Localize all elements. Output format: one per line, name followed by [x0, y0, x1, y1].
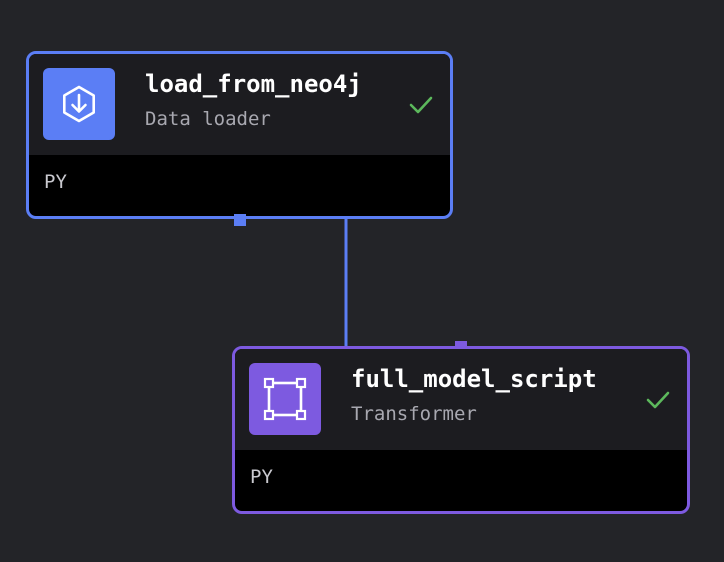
block-footer: PY — [29, 155, 450, 216]
block-full-model-script[interactable]: full_model_script Transformer PY — [232, 346, 690, 514]
block-header: load_from_neo4j Data loader — [29, 54, 450, 155]
block-header: full_model_script Transformer — [235, 349, 687, 450]
block-name[interactable]: load_from_neo4j — [145, 70, 362, 98]
block-type: Transformer — [351, 403, 477, 425]
block-footer: PY — [235, 450, 687, 511]
block-load-from-neo4j[interactable]: load_from_neo4j Data loader PY — [26, 51, 453, 219]
success-check-icon — [646, 391, 670, 409]
block-type: Data loader — [145, 108, 271, 130]
block-name[interactable]: full_model_script — [351, 365, 597, 393]
transform-square-icon — [249, 363, 321, 435]
language-label: PY — [250, 466, 273, 488]
language-label: PY — [44, 171, 67, 193]
output-port[interactable] — [234, 214, 246, 226]
download-circle-icon — [43, 68, 115, 140]
success-check-icon — [409, 96, 433, 114]
